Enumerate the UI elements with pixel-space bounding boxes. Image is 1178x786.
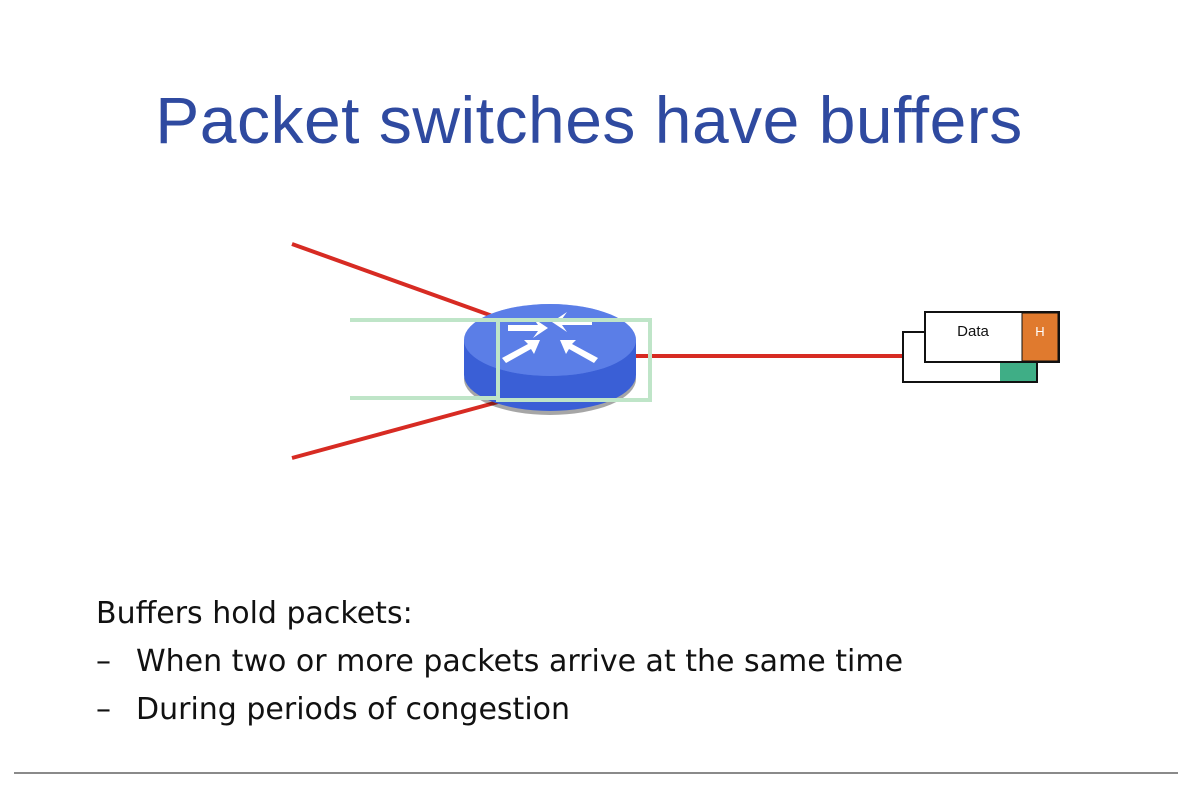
packet-header xyxy=(1021,312,1059,362)
bullet-text: When two or more packets arrive at the s… xyxy=(136,644,904,679)
packet-back-trailer xyxy=(1000,360,1036,381)
packet-header-label: H xyxy=(1035,324,1044,339)
list-item: – During periods of congestion xyxy=(96,686,903,734)
bullet-dash: – xyxy=(96,692,111,727)
bullet-dash: – xyxy=(96,644,111,679)
incoming-link-top xyxy=(291,242,499,320)
buffer-outline xyxy=(350,318,652,402)
bullet-heading: Buffers hold packets: xyxy=(96,596,413,631)
bullet-text: During periods of congestion xyxy=(136,692,571,727)
slide-title: Packet switches have buffers xyxy=(155,83,1023,157)
packet-stack: Data H xyxy=(902,311,1060,383)
packet-data-label: Data xyxy=(957,323,989,340)
list-item: – When two or more packets arrive at the… xyxy=(96,638,903,686)
incoming-link-bottom xyxy=(291,400,499,460)
footer-divider xyxy=(14,772,1178,774)
bullet-list: Buffers hold packets: – When two or more… xyxy=(96,590,903,734)
